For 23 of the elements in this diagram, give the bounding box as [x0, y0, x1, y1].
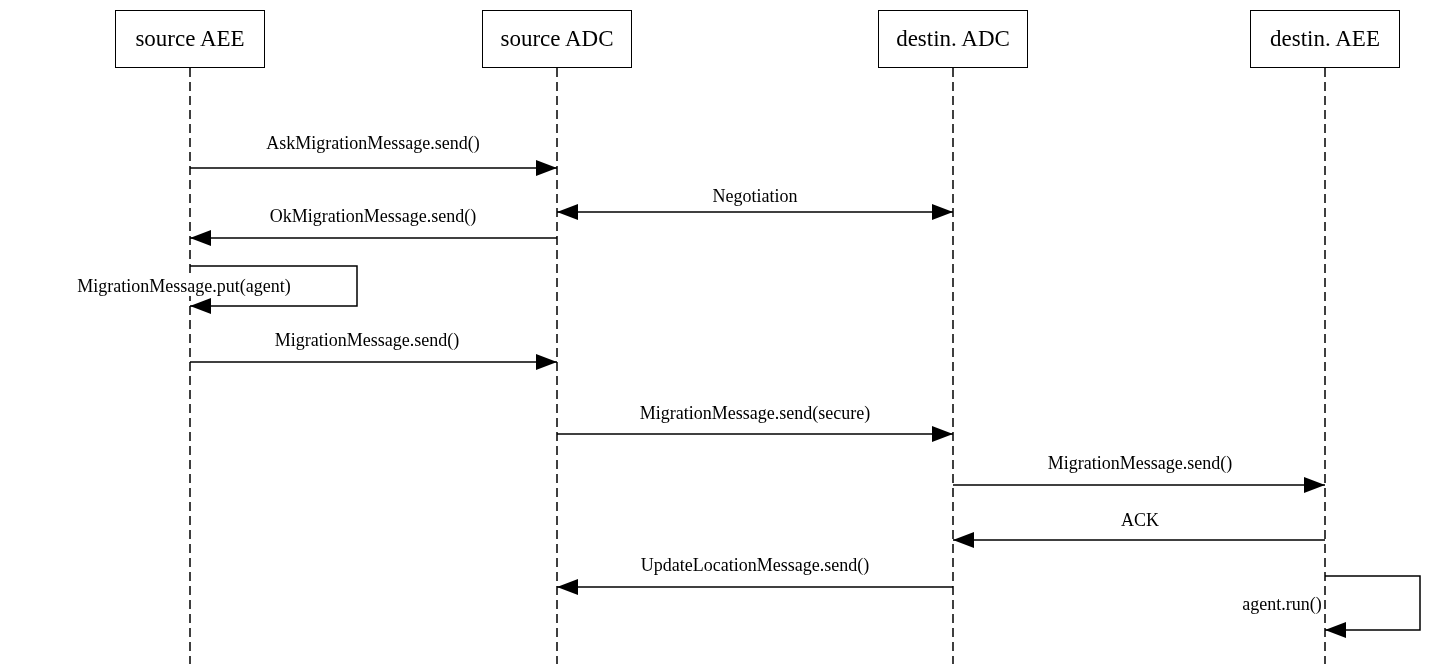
message-arrow [189, 265, 358, 314]
message-label: MigrationMessage.send() [1045, 453, 1235, 473]
message-label: MigrationMessage.put(agent) [75, 276, 293, 296]
message-label: MigrationMessage.send(secure) [637, 403, 873, 423]
message-label: MigrationMessage.send() [272, 330, 462, 350]
message-arrow [952, 477, 1326, 493]
participant-box: destin. ADC [878, 10, 1028, 68]
message-arrow [952, 532, 1326, 548]
message-arrow [189, 160, 558, 176]
message-arrow [189, 354, 558, 370]
message-label: agent.run() [1240, 594, 1324, 614]
message-label: Negotiation [710, 186, 800, 206]
message-arrow [1324, 575, 1421, 638]
participant-box: destin. AEE [1250, 10, 1400, 68]
message-label: AskMigrationMessage.send() [264, 133, 482, 153]
participant-box: source AEE [115, 10, 265, 68]
message-label: UpdateLocationMessage.send() [638, 555, 872, 575]
message-arrow [556, 204, 954, 220]
participant-box: source ADC [482, 10, 632, 68]
message-label: OkMigrationMessage.send() [267, 206, 479, 226]
message-arrow [556, 579, 954, 595]
message-arrow [556, 426, 954, 442]
message-arrow [189, 230, 558, 246]
